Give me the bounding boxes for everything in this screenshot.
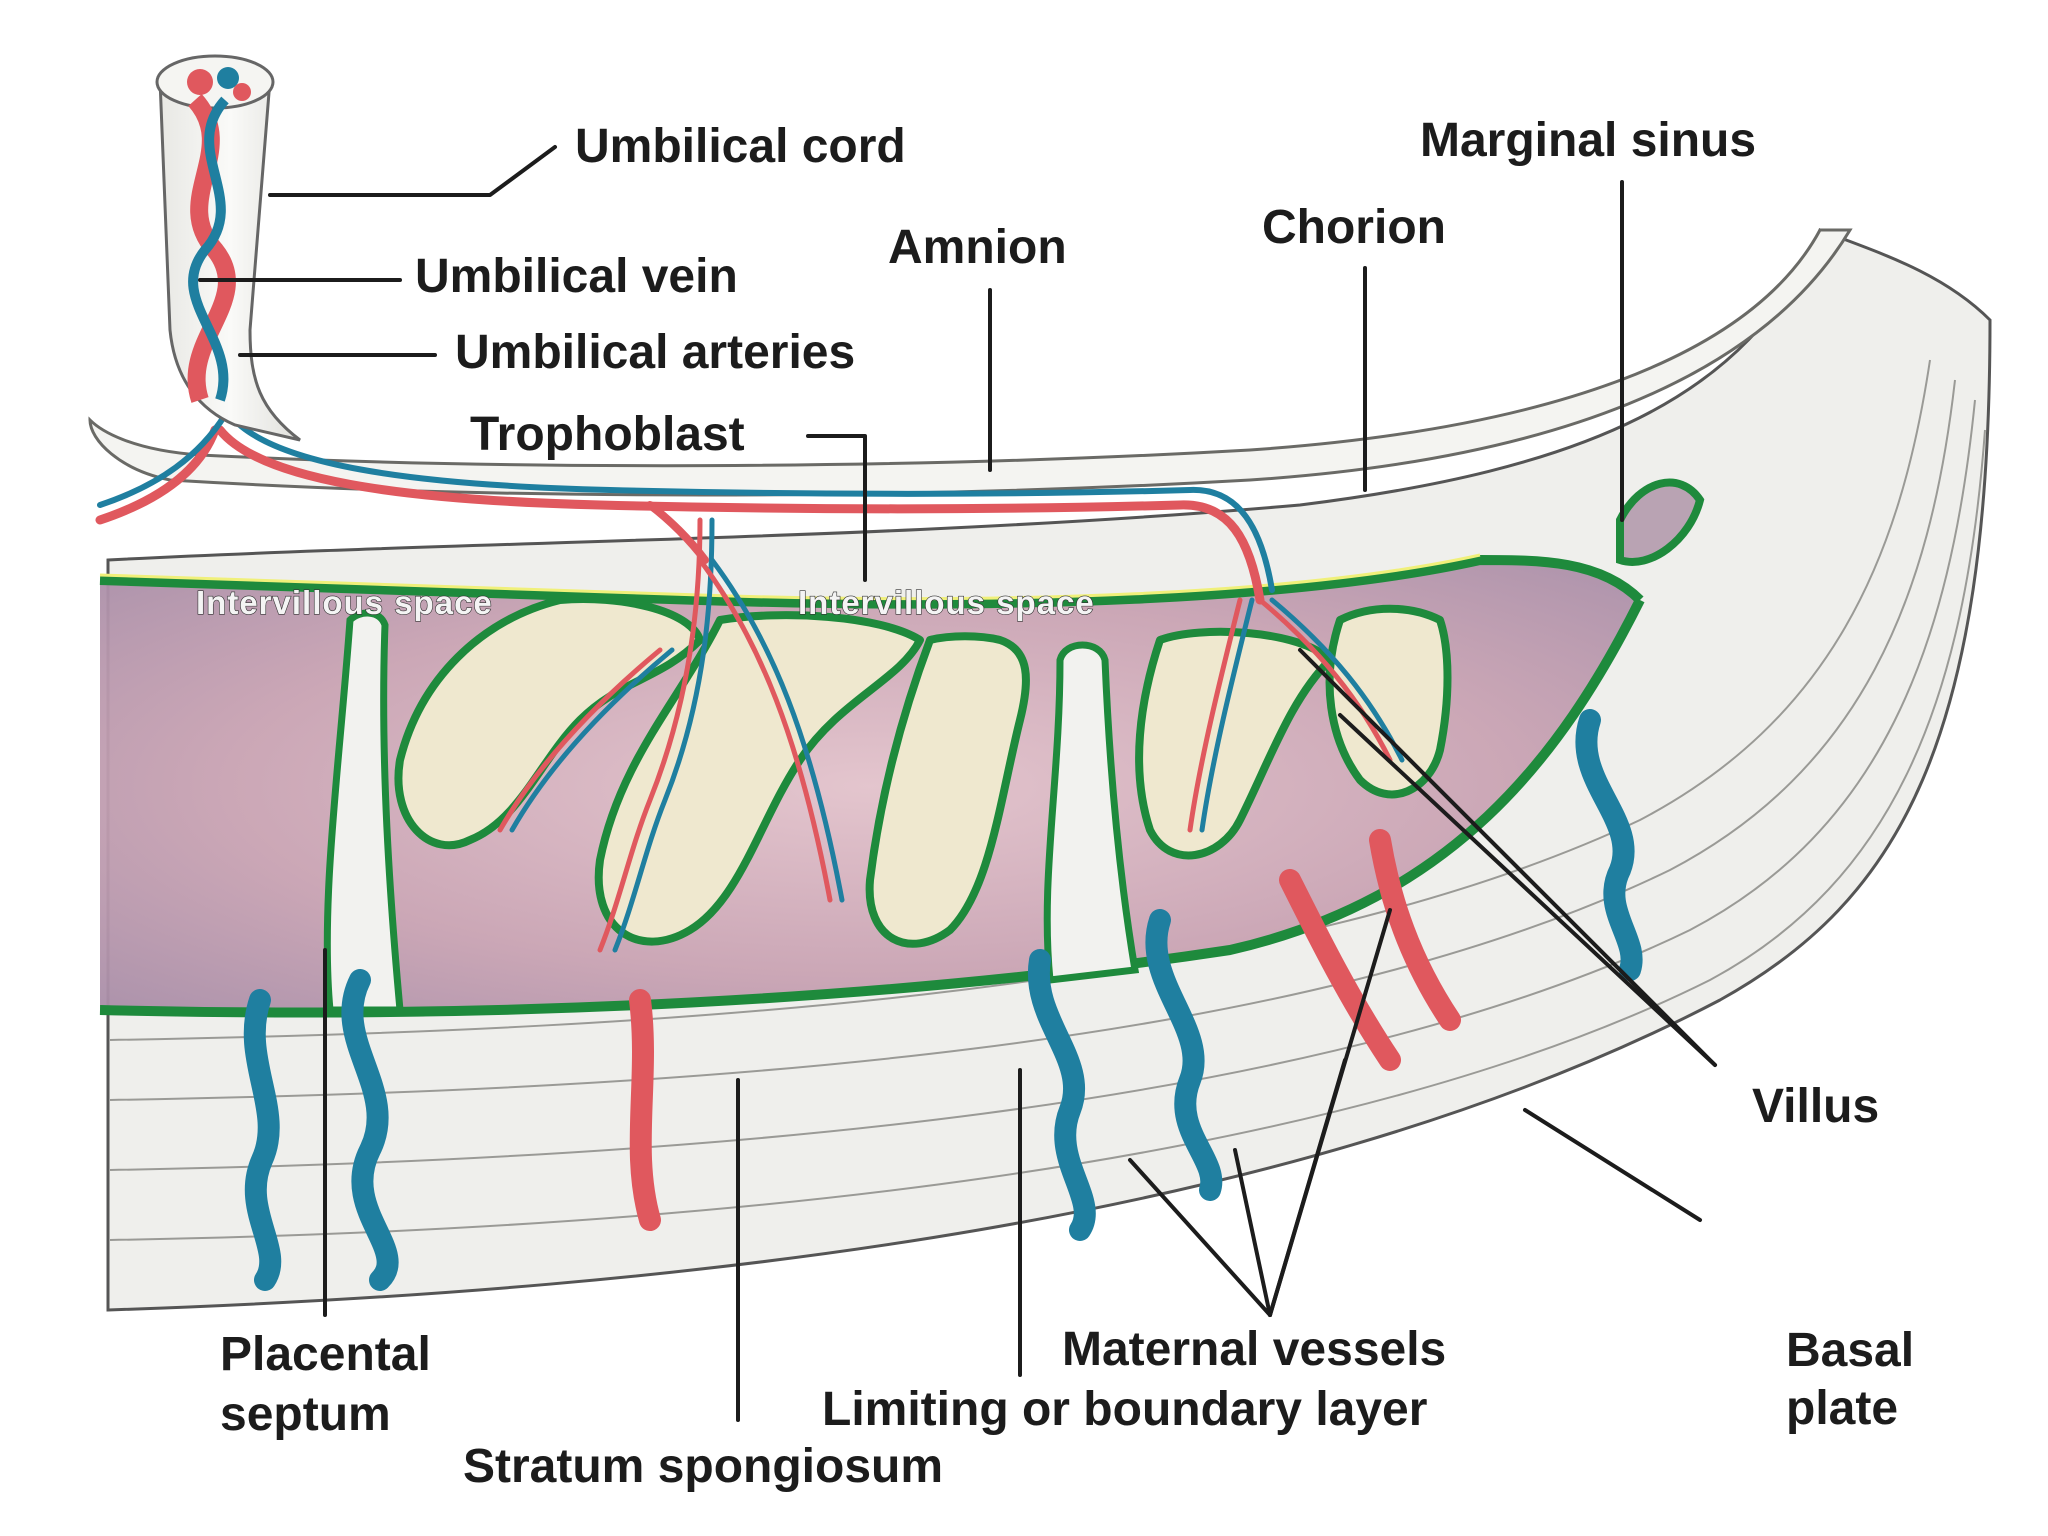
placental-septum [323,609,404,1014]
label-chorion: Chorion [1262,201,1446,254]
label-maternal-vessels: Maternal vessels [1062,1323,1446,1376]
label-umbilical-cord: Umbilical cord [575,120,906,173]
maternal-veins [243,709,1643,1291]
label-basal-plate-line1: Basal [1786,1324,1914,1377]
umbilical-cord-group [155,54,301,442]
label-trophoblast: Trophoblast [470,408,745,461]
basal-plate-striations [109,359,1986,1241]
label-basal-plate-line2: plate [1786,1382,1898,1435]
label-limiting-layer: Limiting or boundary layer [822,1383,1427,1436]
label-intervillous-space-right: Intervillous space [798,584,1095,621]
placental-septum-2 [1043,641,1140,984]
label-intervillous-space-left: Intervillous space [196,584,493,621]
label-placental-septum-line1: Placental [220,1328,431,1381]
marginal-sinus [1616,478,1705,566]
label-stratum-spongiosum: Stratum spongiosum [463,1440,943,1493]
label-villus: Villus [1752,1080,1879,1133]
label-umbilical-arteries: Umbilical arteries [455,326,855,379]
villous-tree [394,595,1452,948]
label-marginal-sinus: Marginal sinus [1420,114,1756,167]
maternal-arteries [629,829,1461,1231]
label-amnion: Amnion [888,221,1067,274]
chorionic-vessels [95,412,1275,605]
leader-lines [198,145,1717,1422]
label-placental-septum-line2: septum [220,1388,391,1441]
label-umbilical-vein: Umbilical vein [415,250,738,303]
chorionic-plate [88,228,1853,497]
villous-branches [497,517,1405,953]
